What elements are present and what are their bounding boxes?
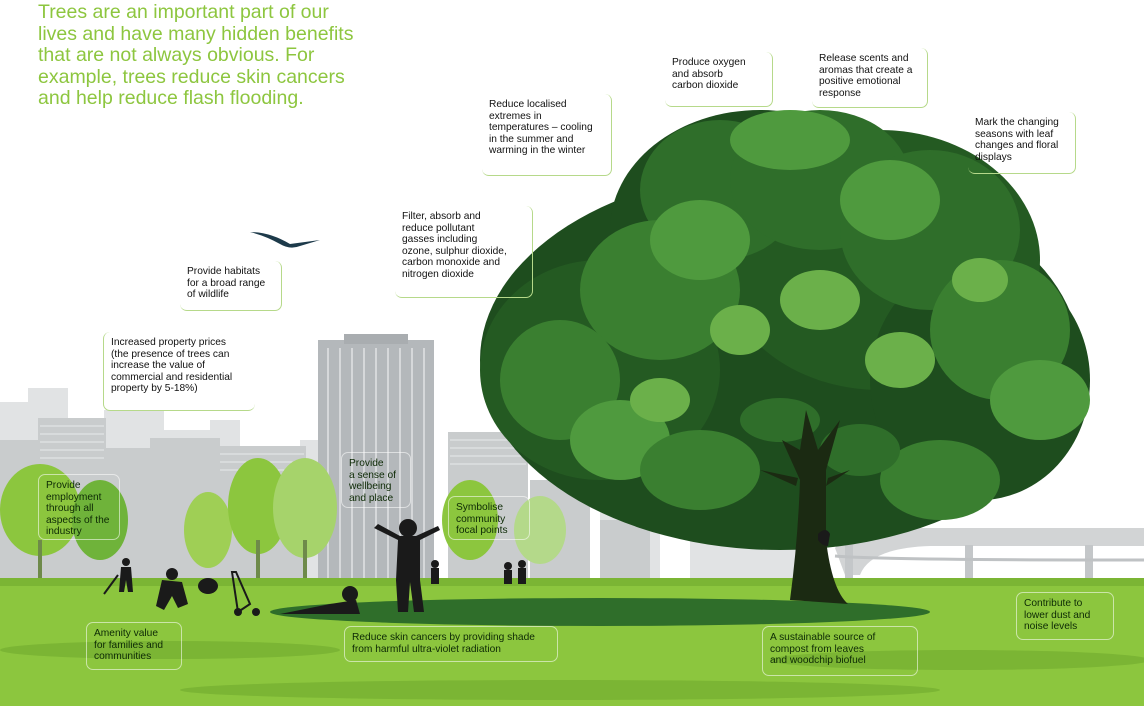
callout-property: Increased property prices (the presence … <box>103 332 255 411</box>
squirrel-silhouette <box>818 530 830 546</box>
callout-dust-noise: Contribute to lower dust and noise level… <box>1016 592 1114 640</box>
callout-temperature: Reduce localised extremes in temperature… <box>482 94 612 176</box>
callout-habitats: Provide habitats for a broad range of wi… <box>180 261 282 311</box>
callout-scents: Release scents and aromas that create a … <box>812 48 928 108</box>
callout-employment: Provide employment through all aspects o… <box>38 474 120 540</box>
tree-canopy <box>480 110 1090 550</box>
callout-seasons: Mark the changing seasons with leaf chan… <box>968 112 1076 174</box>
callout-oxygen: Produce oxygen and absorb carbon dioxide <box>665 52 773 107</box>
people-silhouettes <box>103 519 526 616</box>
callout-wellbeing: Provide a sense of wellbeing and place <box>341 452 411 508</box>
callout-amenity: Amenity value for families and communiti… <box>86 622 182 670</box>
overpass <box>834 528 1144 580</box>
callout-pollutants: Filter, absorb and reduce pollutant gass… <box>395 206 533 298</box>
callout-community: Symbolise community focal points <box>448 496 530 540</box>
intro-text: Trees are an important part of our lives… <box>38 1 354 109</box>
tall-tower <box>318 334 434 582</box>
tree-trunk <box>760 410 850 604</box>
callout-compost: A sustainable source of compost from lea… <box>762 626 918 676</box>
bird-silhouette <box>250 232 320 248</box>
callout-skin-cancers: Reduce skin cancers by providing shade f… <box>344 626 558 662</box>
ground <box>0 578 1144 706</box>
park-trees <box>0 458 566 582</box>
